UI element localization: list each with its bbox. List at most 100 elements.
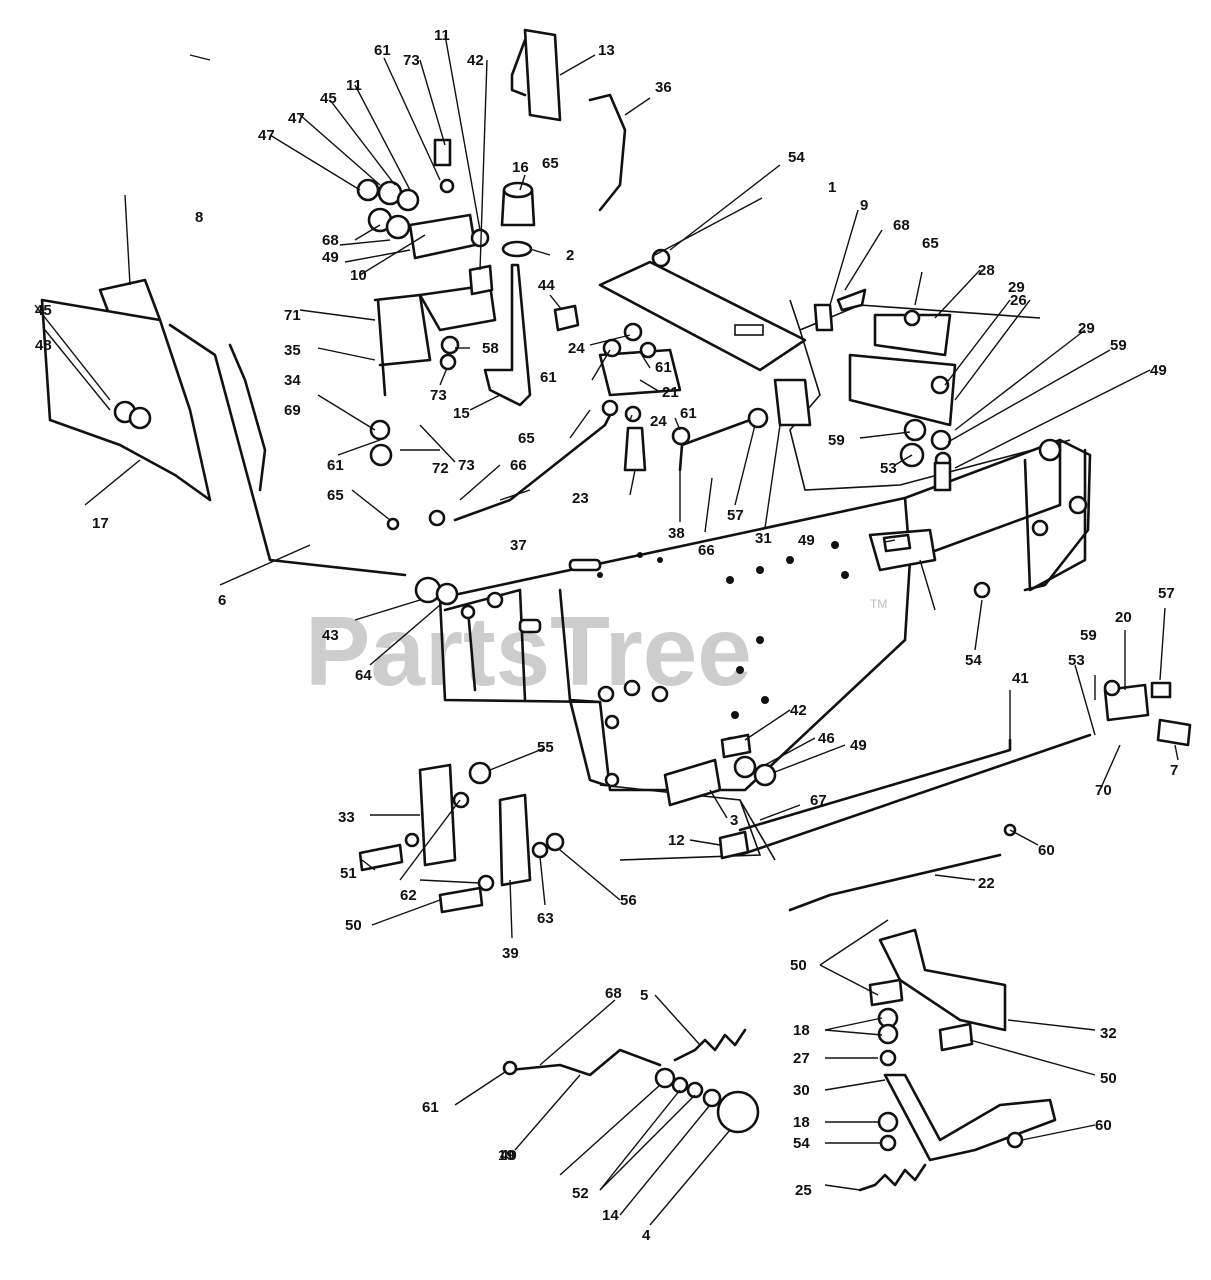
callout-63: 65: [327, 487, 344, 504]
callout-25: 25: [795, 1182, 812, 1199]
callout-45c: 46: [818, 730, 835, 747]
callout-16: 16: [512, 159, 529, 176]
part-15-lever: [483, 263, 532, 407]
part-49-bolt-3: [933, 461, 952, 492]
callout-10: 10: [350, 267, 367, 284]
part-37-rod: [453, 413, 612, 522]
watermark-text: PartsTree: [305, 596, 752, 706]
callout-53b: 54: [793, 1135, 810, 1152]
callout-9: 9: [860, 197, 868, 214]
part-30-lever: [883, 1073, 1057, 1162]
callout-28: 28: [978, 262, 995, 279]
part-17-pedal: [40, 298, 212, 502]
callout-7: 7: [1170, 762, 1178, 779]
callout-39: 39: [502, 945, 519, 962]
callout-54c: 56: [620, 892, 637, 909]
part-50-bolt: [358, 843, 404, 872]
callout-15: 15: [453, 405, 470, 422]
callout-11b: 11: [346, 77, 362, 94]
part-44-bolt: [553, 304, 580, 332]
part-5-spring: [673, 1028, 747, 1062]
callout-55: 57: [727, 507, 744, 524]
callout-50: 50: [345, 917, 362, 934]
callout-47b: 48: [35, 337, 52, 354]
callout-43: 43: [322, 627, 339, 644]
part-40-rod: [508, 1048, 662, 1077]
callout-46: 47: [258, 127, 275, 144]
callout-45: 45: [320, 90, 337, 107]
callout-6: 6: [218, 592, 226, 609]
part-35-pin: [376, 298, 387, 397]
callout-50b: 51: [340, 865, 357, 882]
callout-54: 54: [788, 149, 805, 166]
callout-59: 59: [1080, 627, 1097, 644]
callout-48: 49: [322, 249, 339, 266]
callout-38: 38: [668, 525, 685, 542]
callout-20: 20: [1115, 609, 1132, 626]
part-39-bracket: [498, 793, 532, 887]
callout-19: 19: [498, 1147, 515, 1164]
callout-66b: 68: [605, 985, 622, 1002]
callout-65d: 66: [698, 542, 715, 559]
callout-30: 30: [793, 1082, 810, 1099]
part-2-washer: [501, 240, 533, 258]
part-32-bracket: [878, 928, 1007, 1032]
leader-lines: [34, 34, 1179, 1226]
callout-8: 8: [195, 209, 203, 226]
callout-65: 65: [542, 155, 559, 172]
part-56-nut: [1150, 681, 1172, 699]
part-42-bolt-2: [468, 264, 494, 296]
callout-3: 3: [730, 812, 738, 829]
callout-57: 58: [482, 340, 499, 357]
callout-59c: 60: [1095, 1117, 1112, 1134]
callout-65c: 66: [510, 457, 527, 474]
callout-58: 59: [828, 432, 845, 449]
callout-73: 73: [430, 387, 447, 404]
callout-11: 11: [434, 27, 450, 44]
watermark: PartsTree TM: [305, 596, 887, 706]
callout-36: 36: [655, 79, 672, 96]
part-69-bracket: [373, 293, 432, 367]
part-26-plate: [848, 353, 957, 427]
part-49-bolt-2: [938, 1022, 974, 1052]
callout-35: 35: [284, 342, 301, 359]
part-49-bolt: [868, 978, 904, 1007]
callout-18: 18: [793, 1022, 810, 1039]
part-shaft-arm: [228, 343, 267, 492]
callout-12: 12: [668, 832, 685, 849]
callout-53: 54: [965, 652, 982, 669]
callout-45b: 45: [35, 302, 52, 319]
part-36-rod: [588, 93, 627, 212]
part-7-bolt: [1156, 718, 1192, 747]
callout-50c: 52: [572, 1185, 589, 1202]
callout-44: 44: [538, 277, 555, 294]
part-9-pin: [813, 303, 834, 332]
callout-49d: 50: [1100, 1070, 1117, 1087]
part-42-bolt: [720, 733, 752, 759]
callout-49b: 49: [798, 532, 815, 549]
callout-57b: 59: [1110, 337, 1127, 354]
callout-67: 68: [322, 232, 339, 249]
part-43-washer: [414, 576, 442, 604]
callout-29: 29: [1008, 279, 1025, 296]
callout-49c: 50: [790, 957, 807, 974]
callout-49: 49: [1150, 362, 1167, 379]
callout-37: 37: [510, 537, 527, 554]
callout-68: 68: [893, 217, 910, 234]
callout-41: 41: [1012, 670, 1029, 687]
part-6-shaft: [168, 323, 407, 577]
part-38-rod: [678, 418, 752, 472]
callout-61b: 61: [655, 359, 672, 376]
part-68-clip: [836, 288, 867, 312]
part-50-bolt-2: [438, 886, 484, 914]
callout-71: 73: [458, 457, 475, 474]
callout-23: 23: [572, 490, 589, 507]
part-25-spring: [858, 1163, 927, 1192]
callout-62: 64: [355, 667, 372, 684]
callout-24: 24: [568, 340, 585, 357]
callout-72: 73: [403, 52, 420, 69]
part-23-pin: [623, 426, 647, 472]
callout-54b: 55: [537, 739, 554, 756]
callout-27: 27: [793, 1050, 810, 1067]
part-3-bracket: [663, 758, 722, 807]
